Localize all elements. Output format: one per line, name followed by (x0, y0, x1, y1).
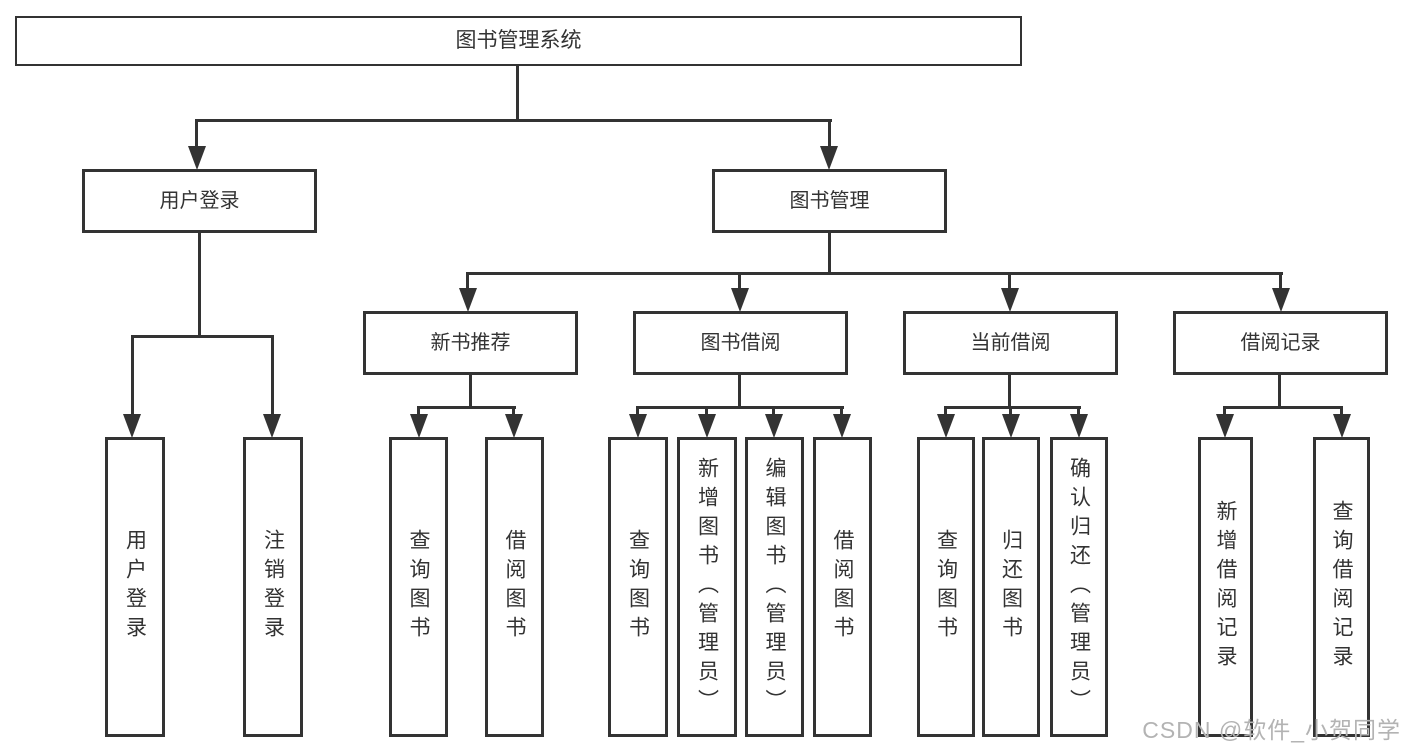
leaf-edit-book-admin: 编辑图书（管理员） (745, 437, 804, 737)
node-book-borrowing: 图书借阅 (633, 311, 848, 375)
connector-line (516, 66, 519, 119)
arrowhead-icon (505, 414, 523, 438)
leaf-return-book: 归还图书 (982, 437, 1040, 737)
arrowhead-icon (1001, 288, 1019, 312)
connector-line (1279, 272, 1282, 294)
connector-line (705, 406, 708, 418)
node-library-system: 图书管理系统 (15, 16, 1022, 66)
connector-line (840, 406, 843, 418)
connector-line (1008, 375, 1011, 408)
connector-line (1077, 406, 1080, 418)
connector-line (512, 406, 515, 418)
arrowhead-icon (1272, 288, 1290, 312)
leaf-query-books-current: 查询图书 (917, 437, 975, 737)
arrowhead-icon (1216, 414, 1234, 438)
connector-line (828, 233, 831, 275)
connector-line (738, 272, 741, 294)
connector-line (1008, 272, 1011, 294)
connector-line (195, 119, 198, 151)
connector-line (636, 406, 639, 418)
arrowhead-icon (1002, 414, 1020, 438)
connector-line (944, 406, 947, 418)
arrowhead-icon (629, 414, 647, 438)
connector-line (198, 233, 201, 337)
node-book-management: 图书管理 (712, 169, 947, 233)
leaf-confirm-return-admin: 确认归还（管理员） (1050, 437, 1108, 737)
connector-line (131, 335, 274, 338)
connector-line (828, 119, 831, 151)
arrowhead-icon (937, 414, 955, 438)
leaf-borrow-books-borrowing: 借阅图书 (813, 437, 872, 737)
node-current-borrowing: 当前借阅 (903, 311, 1118, 375)
leaf-add-borrow-record: 新增借阅记录 (1198, 437, 1253, 737)
leaf-query-borrow-record: 查询借阅记录 (1313, 437, 1370, 737)
connector-line (271, 335, 274, 420)
node-user-login: 用户登录 (82, 169, 317, 233)
connector-line (1278, 375, 1281, 408)
watermark: CSDN @软件_小贺同学 (1142, 717, 1401, 743)
arrowhead-icon (263, 414, 281, 438)
arrowhead-icon (123, 414, 141, 438)
leaf-user-login: 用户登录 (105, 437, 165, 737)
leaf-query-books-borrowing: 查询图书 (608, 437, 668, 737)
connector-line (1223, 406, 1343, 409)
arrowhead-icon (1070, 414, 1088, 438)
connector-line (469, 375, 472, 408)
node-new-book-recommendation: 新书推荐 (363, 311, 578, 375)
connector-line (944, 406, 1081, 409)
connector-line (195, 119, 832, 122)
arrowhead-icon (410, 414, 428, 438)
connector-line (466, 272, 1283, 275)
connector-line (417, 406, 516, 409)
arrowhead-icon (731, 288, 749, 312)
leaf-add-book-admin: 新增图书（管理员） (677, 437, 737, 737)
arrowhead-icon (820, 146, 838, 170)
connector-line (738, 375, 741, 408)
arrowhead-icon (459, 288, 477, 312)
connector-line (466, 272, 469, 294)
connector-line (636, 406, 844, 409)
connector-line (417, 406, 420, 418)
leaf-borrow-books-recommend: 借阅图书 (485, 437, 544, 737)
connector-line (1009, 406, 1012, 418)
connector-line (1223, 406, 1226, 418)
arrowhead-icon (1333, 414, 1351, 438)
connector-line (131, 335, 134, 420)
arrowhead-icon (765, 414, 783, 438)
leaf-logout: 注销登录 (243, 437, 303, 737)
node-borrowing-records: 借阅记录 (1173, 311, 1388, 375)
arrowhead-icon (833, 414, 851, 438)
connector-line (772, 406, 775, 418)
arrowhead-icon (188, 146, 206, 170)
leaf-query-books-recommend: 查询图书 (389, 437, 448, 737)
connector-line (1340, 406, 1343, 418)
arrowhead-icon (698, 414, 716, 438)
